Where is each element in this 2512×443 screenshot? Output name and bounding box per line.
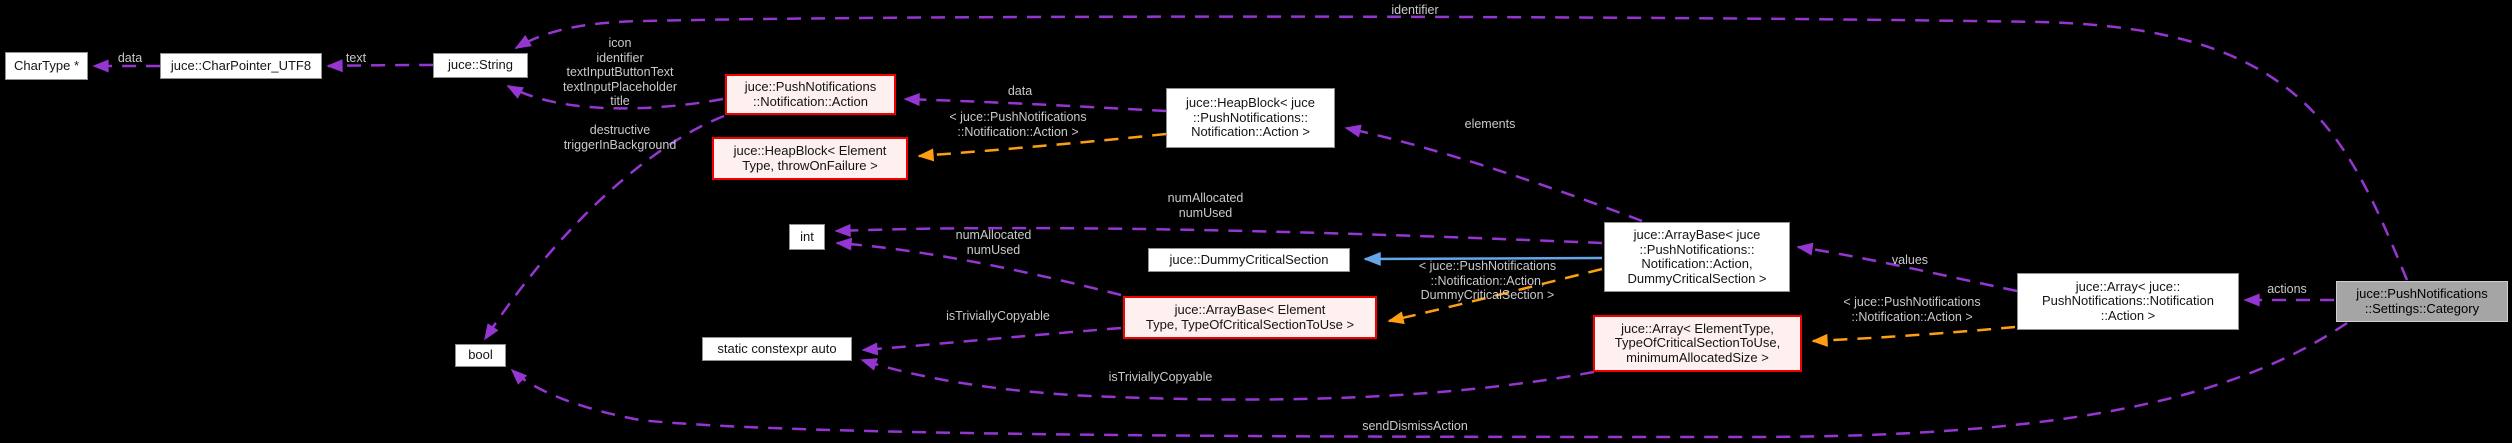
node-settings-category[interactable]: juce::PushNotifications ::Settings::Cate…	[2336, 281, 2508, 322]
edge-label-elements: elements	[1464, 117, 1516, 131]
node-notification-action[interactable]: juce::PushNotifications ::Notification::…	[725, 74, 896, 115]
node-arraybase-template[interactable]: juce::ArrayBase< Element Type, TypeOfCri…	[1123, 296, 1377, 339]
node-heapblock-action[interactable]: juce::HeapBlock< juce ::PushNotification…	[1166, 88, 1335, 148]
edge-label-values: values	[1891, 253, 1929, 267]
edge-label-text: text	[345, 51, 367, 65]
edge-num-mid	[835, 237, 1122, 297]
edge-num-upper	[834, 223, 1603, 245]
node-array-template[interactable]: juce::Array< ElementType, TypeOfCritical…	[1593, 315, 1802, 372]
node-int: int	[789, 224, 825, 250]
edge-label-heapblock-template-args: < juce::PushNotifications ::Notification…	[949, 110, 1087, 139]
edge-destructive	[483, 114, 725, 341]
edge-elements	[1344, 124, 1643, 223]
edge-label-array-template-args: < juce::PushNotifications ::Notification…	[1843, 295, 1981, 324]
edge-label-data: data	[117, 51, 143, 65]
edge-identifier-top	[514, 15, 2409, 281]
edge-label-trivially-copyable-1: isTriviallyCopyable	[946, 309, 1050, 323]
edge-send-dismiss	[510, 321, 2348, 439]
edge-trivially-copyable-1	[861, 326, 1122, 356]
edge-label-actions: actions	[2267, 282, 2307, 296]
edge-label-num-mid: numAllocated numUsed	[955, 228, 1032, 257]
edge-label-data-heapblock: data	[1007, 84, 1033, 98]
node-static-constexpr-auto: static constexpr auto	[702, 337, 852, 361]
edge-critical-section-typedef	[1363, 251, 1603, 266]
node-heapblock-template[interactable]: juce::HeapBlock< Element Type, throwOnFa…	[712, 137, 908, 180]
edge-string-members	[506, 84, 724, 110]
edge-trivially-copyable-2	[860, 358, 1595, 401]
edge-array-template-args	[1811, 325, 2016, 347]
edge-label-arraybase-template-args: < juce::PushNotifications ::Notification…	[1418, 259, 1557, 302]
node-array-action[interactable]: juce::Array< juce:: PushNotifications::N…	[2017, 273, 2239, 330]
edge-label-trivially-copyable-2: isTriviallyCopyable	[1108, 370, 1213, 384]
edge-label-identifier: identifier	[1391, 3, 1439, 17]
edge-heapblock-template-args	[917, 132, 1167, 162]
node-charpointer-utf8[interactable]: juce::CharPointer_UTF8	[160, 53, 322, 79]
node-bool: bool	[455, 344, 506, 367]
edge-arraybase-template-args	[1387, 267, 1603, 325]
edge-values	[1796, 242, 2018, 293]
edge-data-heapblock	[903, 92, 1167, 113]
edge-label-bool-members: destructive triggerInBackground	[563, 123, 677, 152]
edge-text-string	[326, 59, 434, 73]
edge-label-num-upper: numAllocated numUsed	[1167, 191, 1244, 220]
node-chartype: CharType *	[5, 52, 88, 80]
node-arraybase-action[interactable]: juce::ArrayBase< juce ::PushNotification…	[1604, 222, 1790, 292]
node-string[interactable]: juce::String	[433, 53, 528, 78]
node-dummy-critical-section[interactable]: juce::DummyCriticalSection	[1148, 248, 1350, 272]
edge-label-send-dismiss-action: sendDismissAction	[1362, 419, 1468, 433]
edge-label-string-members: icon identifier textInputButtonText text…	[563, 36, 677, 108]
